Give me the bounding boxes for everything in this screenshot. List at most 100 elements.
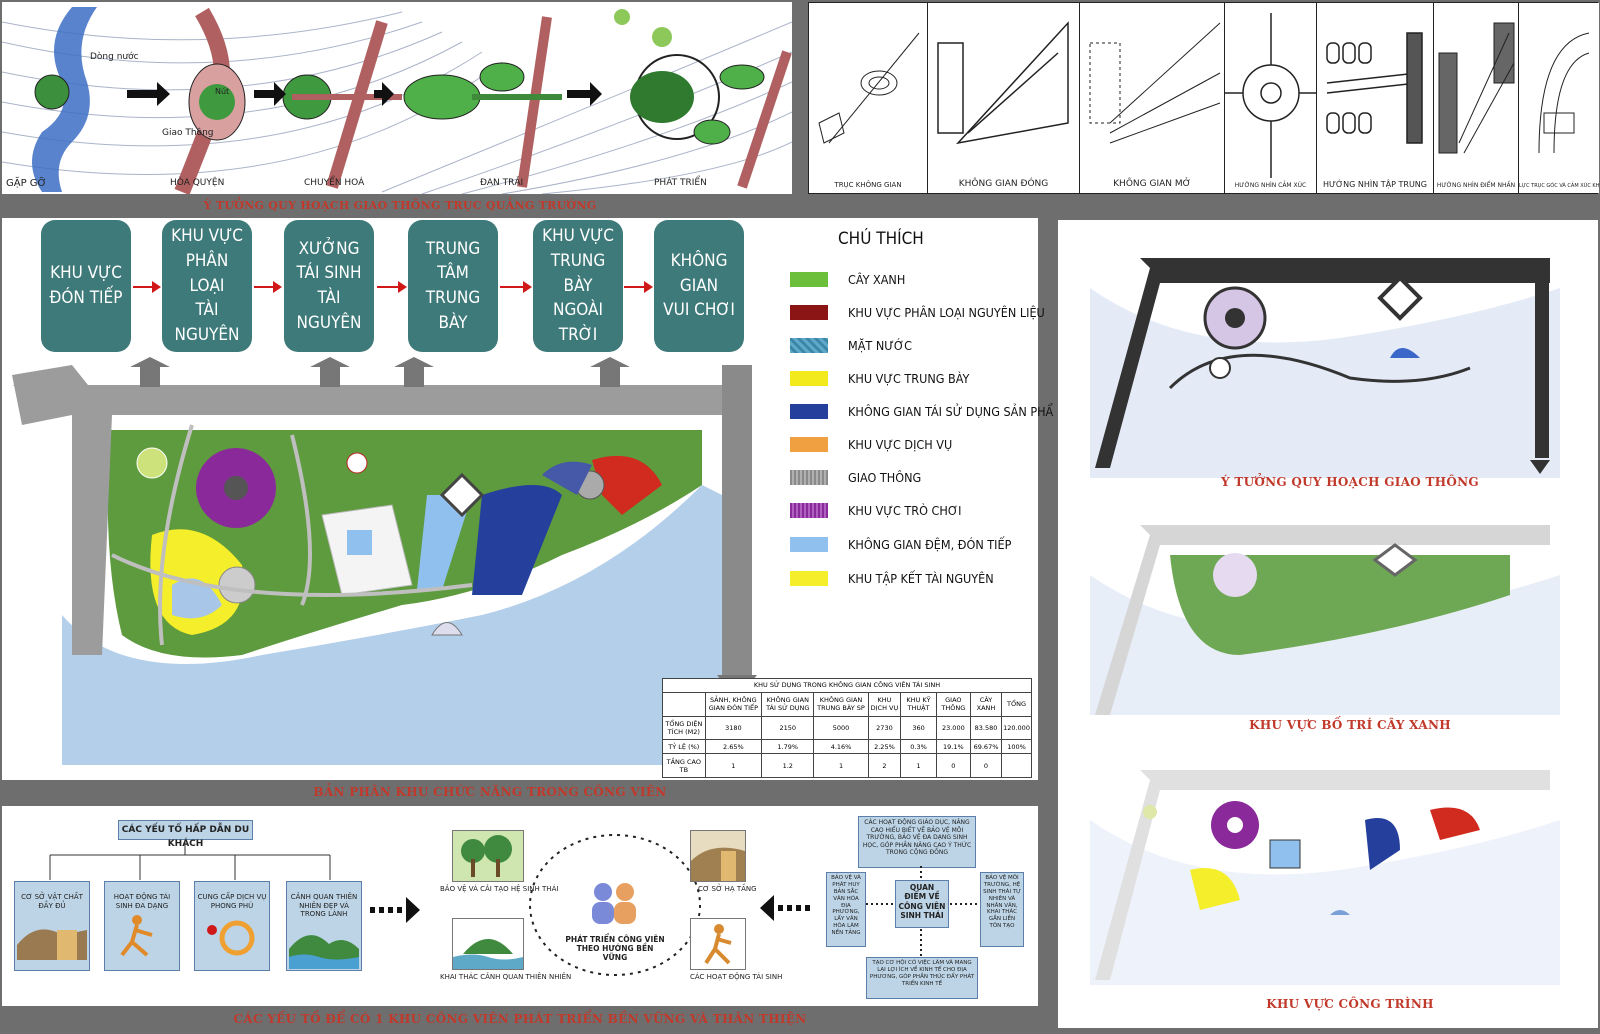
- table-header: TỔNG: [1001, 691, 1032, 717]
- dotted-arrow-right: [760, 895, 810, 921]
- table-cell: 19.1%: [935, 739, 971, 755]
- table-header: KHU DỊCH VỤ: [867, 691, 902, 717]
- legend-swatch: [790, 571, 828, 586]
- table-cell: 0: [969, 753, 1003, 778]
- island-icon: [453, 919, 523, 969]
- table-cell: 69.67%: [969, 739, 1003, 755]
- runner-icon: [120, 915, 153, 957]
- sketch-strip: TRỤC KHÔNG GIAN KHÔNG GIAN ĐÓNG KHÔNG GI…: [808, 2, 1599, 194]
- table-header: GIAO THÔNG: [935, 691, 971, 717]
- legend-item: KHU VỰC TRÒ CHƠI: [790, 503, 961, 518]
- viewpoint-connectors: [866, 866, 978, 956]
- plan-caption: BẢN PHÂN KHU CHỨC NĂNG TRONG CÔNG VIÊN: [313, 785, 667, 799]
- legend-item: KHU TẬP KẾT TÀI NGUYÊN: [790, 571, 994, 586]
- legend-swatch: [790, 338, 828, 353]
- factor-card: CẢNH QUAN THIÊN NHIÊN ĐẸP VÀ TRONG LÀNH: [286, 881, 362, 971]
- legend-swatch: [790, 371, 828, 386]
- legend-item: KHU VỰC DỊCH VỤ: [790, 437, 952, 452]
- sketch-drawing: [1538, 32, 1590, 154]
- table-cell: 1: [813, 753, 869, 778]
- factor-image: [17, 929, 87, 961]
- legend-item: KHU VỰC PHÂN LOẠI NGUYÊN LIỆU: [790, 305, 1045, 320]
- legend-swatch: [790, 437, 828, 452]
- table-header: CÂY XANH: [969, 691, 1003, 717]
- cycle-label: BẢO VỆ VÀ CẢI TẠO HỆ SINH THÁI: [440, 885, 559, 893]
- note-box: CÁC HOẠT ĐỘNG GIÁO DỤC, NÂNG CAO HIỂU BI…: [858, 816, 976, 868]
- table-cell: 100%: [1001, 739, 1032, 755]
- table-cell: 2150: [761, 715, 815, 741]
- step-box: KHÔNG GIAN VUI CHƠI: [654, 220, 744, 352]
- sketch-label: HƯỚNG NHÌN CẢM XÚC: [1234, 182, 1307, 189]
- legend-item: KHÔNG GIAN TÁI SỬ DỤNG SẢN PHẨ: [790, 404, 1053, 419]
- sketch-drawing: [818, 32, 920, 144]
- table-cell: 1.79%: [761, 739, 815, 755]
- sketch-label: KHÔNG GIAN ĐÓNG: [958, 179, 1049, 189]
- node-label: Nút: [215, 87, 230, 96]
- sketch-drawing: [1089, 22, 1221, 144]
- table-cell: TỔNG DIỆN TÍCH (M2): [662, 715, 706, 741]
- table-cell: 2.25%: [867, 739, 902, 755]
- concept-drawing: [2, 7, 792, 194]
- tree-icon: [453, 831, 523, 881]
- legend-label: MẶT NƯỚC: [848, 338, 913, 353]
- sketch-cell: HƯỚNG NHÌN TẬP TRUNG: [1316, 3, 1433, 193]
- factor-label: CƠ SỞ VẬT CHẤT ĐẦY ĐỦ: [21, 892, 83, 910]
- sketch-cell: KHÔNG GIAN ĐÓNG: [927, 3, 1079, 193]
- service-icon: [207, 920, 255, 956]
- step-box: KHU VỰC PHÂN LOẠI TÀI NGUYÊN: [162, 220, 252, 352]
- legend-label: KHU VỰC TRUNG BÀY: [848, 371, 970, 386]
- sketch-label: HƯỚNG NHÌN TẬP TRUNG: [1322, 180, 1427, 189]
- traffic-plan: [1090, 258, 1560, 478]
- step-arrow: [133, 281, 161, 293]
- runner-icon: [691, 919, 745, 969]
- sketch-label: TRỤC KHÔNG GIAN: [834, 181, 902, 189]
- land-use-table: KHU SỬ DỤNG TRONG KHÔNG GIAN CÔNG VIÊN T…: [662, 678, 1032, 778]
- table-cell: TỶ LỆ (%): [662, 739, 706, 755]
- stage-label: CHUYỂN HOÁ: [304, 178, 365, 188]
- table-header: SẢNH, KHÔNG GIAN ĐÓN TIẾP: [704, 691, 763, 717]
- table-header-row: SẢNH, KHÔNG GIAN ĐÓN TIẾP KHÔNG GIAN TÁI…: [662, 691, 1032, 717]
- sketch-drawing: [1438, 22, 1515, 154]
- right-caption: Ý TƯỞNG QUY HOẠCH GIAO THÔNG: [1221, 475, 1479, 489]
- step-arrow: [254, 281, 282, 293]
- legend-label: CÂY XANH: [848, 272, 906, 287]
- sketch-cell: HƯỚNG NHÌN ĐIỂM NHẤN: [1433, 3, 1518, 193]
- table-header: [662, 691, 706, 717]
- table-cell: 360: [900, 715, 937, 741]
- table-row: TỶ LỆ (%)2.65%1.79%4.16%2.25%0.3%19.1%69…: [662, 739, 1032, 755]
- cycle-image: [452, 918, 524, 970]
- legend-label: GIAO THÔNG: [848, 470, 922, 485]
- cycle-image: [690, 918, 746, 970]
- legend-swatch: [790, 470, 828, 485]
- table-cell: 0: [935, 753, 971, 778]
- cycle-image: [690, 830, 746, 882]
- concept-strip: Dòng nước Giao Thông Nút GẶP GỠ HÒA QUYỆ…: [2, 2, 792, 194]
- factor-tree-lines: [49, 840, 331, 880]
- sketch-label: KHÔNG GIAN MỞ: [1113, 179, 1191, 189]
- factor-label: CẢNH QUAN THIÊN NHIÊN ĐẸP VÀ TRONG LÀNH: [290, 892, 358, 919]
- table-cell: 1: [704, 753, 763, 778]
- legend-label: KHU TẬP KẾT TÀI NGUYÊN: [848, 571, 994, 586]
- cycle-label: KHAI THÁC CẢNH QUAN THIÊN NHIÊN: [440, 973, 572, 981]
- table-cell: 1.2: [761, 753, 815, 778]
- stage-label: PHÁT TRIỂN: [654, 178, 707, 188]
- table-cell: 2.65%: [704, 739, 763, 755]
- sketch-cell: TRỤC KHÔNG GIAN: [809, 3, 927, 193]
- sketch-drawing: [1326, 32, 1423, 144]
- legend-item: MẶT NƯỚC: [790, 338, 912, 353]
- legend-label: KHU VỰC DỊCH VỤ: [848, 437, 953, 452]
- table-cell: 3180: [704, 715, 763, 741]
- legend-item: GIAO THÔNG: [790, 470, 921, 485]
- table-cell: 2: [867, 753, 902, 778]
- note-box: BẢO VỆ VÀ PHÁT HUY BẢN SẮC VĂN HÓA ĐỊA P…: [826, 872, 866, 947]
- crossing-label: Giao Thông: [162, 128, 214, 138]
- sketch-label: HƯỚNG NHÌN ĐIỂM NHẤN: [1436, 182, 1516, 189]
- legend-swatch: [790, 404, 828, 419]
- sketch-label: LỰC TRỤC GÓC VÀ CẢM XÚC KHÔNG GIAN: [1519, 183, 1599, 189]
- step-arrow: [377, 281, 407, 293]
- factor-card: CUNG CẤP DỊCH VỤ PHONG PHÚ: [194, 881, 270, 971]
- stage-label: HÒA QUYỆN: [170, 178, 225, 188]
- factor-card: CƠ SỞ VẬT CHẤT ĐẦY ĐỦ: [14, 881, 90, 971]
